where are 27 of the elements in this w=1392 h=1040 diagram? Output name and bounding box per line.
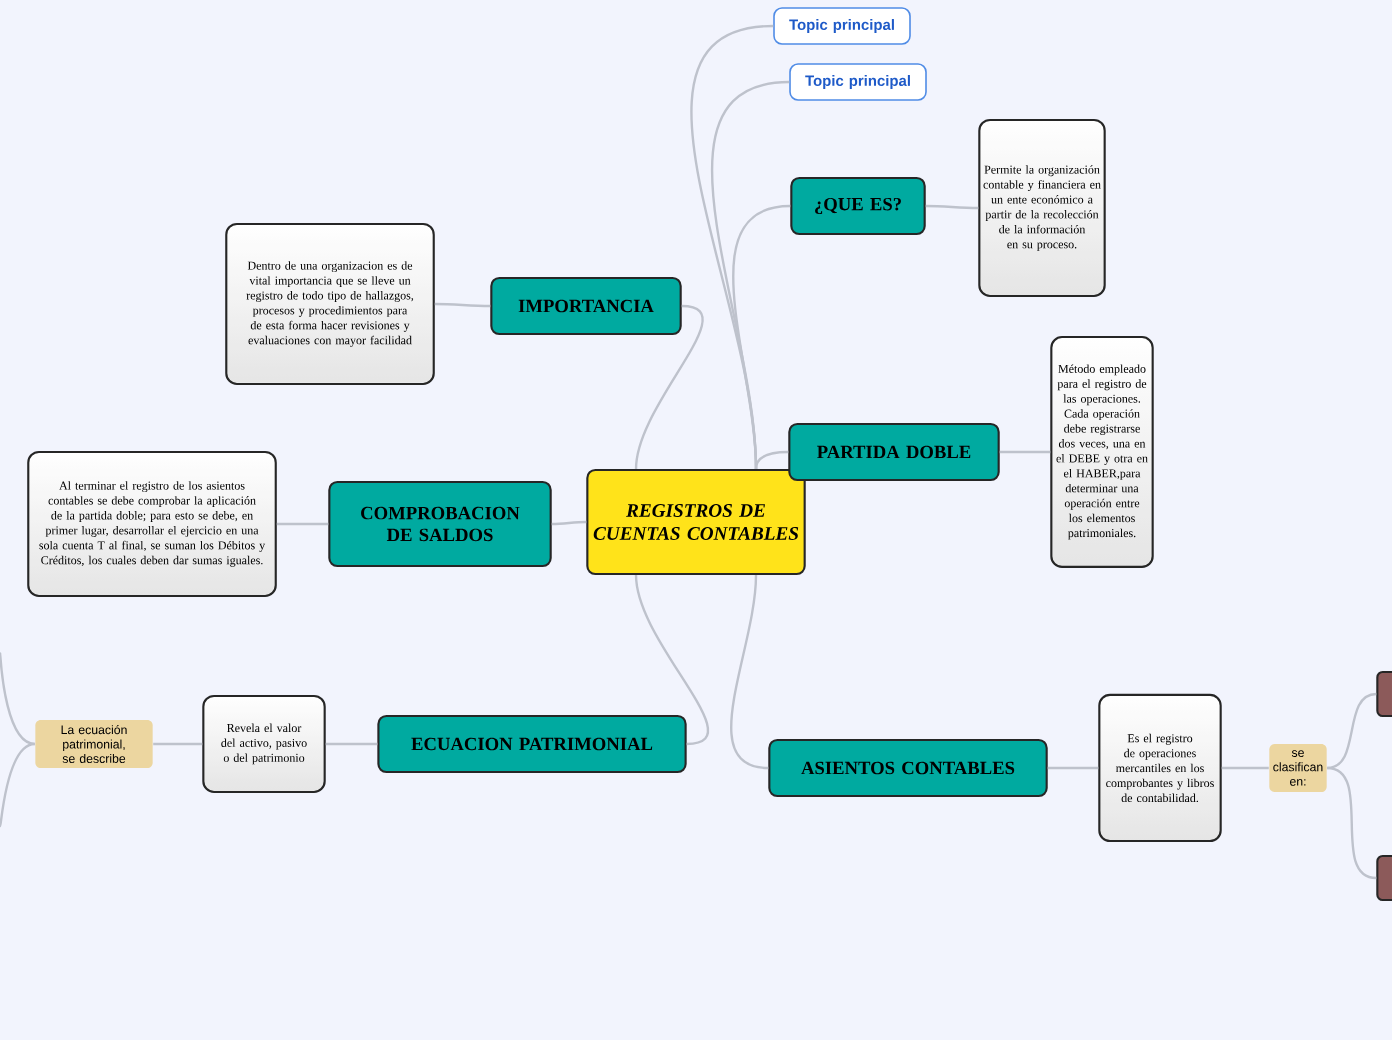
connector bbox=[1326, 766, 1377, 880]
connector bbox=[325, 742, 378, 746]
topic-box bbox=[1376, 670, 1392, 718]
title-box: REGISTROS DE CUENTAS CONTABLES bbox=[586, 468, 806, 576]
topic-box: ECUACION PATRIMONIAL bbox=[377, 714, 687, 774]
topic-box: COMPROBACION DE SALDOS bbox=[328, 480, 552, 568]
connector bbox=[1326, 692, 1377, 770]
connector bbox=[276, 522, 329, 526]
topic-box: ASIENTOS CONTABLES bbox=[768, 738, 1048, 798]
topic-box bbox=[1376, 854, 1392, 902]
connector bbox=[1047, 766, 1099, 770]
connector bbox=[754, 450, 789, 470]
topic-box: IMPORTANCIA bbox=[490, 276, 682, 336]
connector bbox=[730, 574, 769, 770]
connector bbox=[0, 653, 36, 746]
connector bbox=[925, 204, 979, 210]
connector bbox=[999, 450, 1051, 454]
topic-box: ¿QUE ES? bbox=[790, 176, 926, 236]
topic-box: PARTIDA DOBLE bbox=[788, 422, 1000, 482]
connector bbox=[0, 742, 36, 826]
connector bbox=[634, 574, 709, 746]
connector bbox=[732, 204, 791, 469]
connector bbox=[1221, 766, 1269, 770]
connector bbox=[634, 304, 704, 470]
connector bbox=[153, 742, 203, 746]
connector bbox=[434, 302, 491, 308]
connector bbox=[551, 520, 587, 526]
